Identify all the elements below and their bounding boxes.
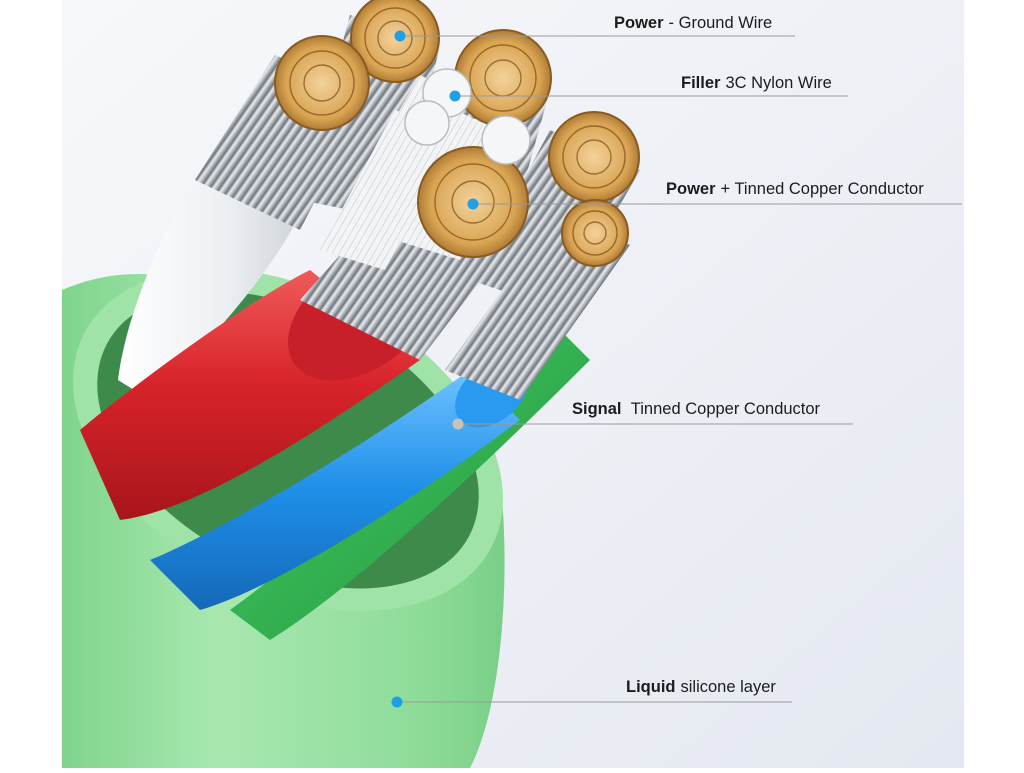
callout-signal-strong: Signal xyxy=(572,400,622,418)
callout-power-positive: Power + Tinned Copper Conductor xyxy=(666,180,924,199)
callout-signal: Signal Tinned Copper Conductor xyxy=(572,400,820,419)
callout-power-ground-text: - Ground Wire xyxy=(669,14,773,32)
callout-power-positive-text: + Tinned Copper Conductor xyxy=(721,180,924,198)
callout-power-ground-strong: Power xyxy=(614,14,664,32)
marker-dot-jacket xyxy=(392,697,403,708)
marker-dot-filler xyxy=(450,91,461,102)
callout-power-positive-strong: Power xyxy=(666,180,716,198)
callout-filler: Filler 3C Nylon Wire xyxy=(681,74,832,93)
callout-jacket-strong: Liquid xyxy=(626,678,675,696)
callout-jacket: Liquid silicone layer xyxy=(626,678,776,697)
marker-dot-power-positive xyxy=(468,199,479,210)
callout-power-ground: Power - Ground Wire xyxy=(614,14,772,33)
marker-dot-power-ground xyxy=(395,31,406,42)
callout-filler-text: 3C Nylon Wire xyxy=(725,74,831,92)
callout-filler-strong: Filler xyxy=(681,74,720,92)
marker-dot-signal xyxy=(453,419,464,430)
callout-jacket-text: silicone layer xyxy=(680,678,775,696)
callout-signal-text: Tinned Copper Conductor xyxy=(627,400,821,418)
